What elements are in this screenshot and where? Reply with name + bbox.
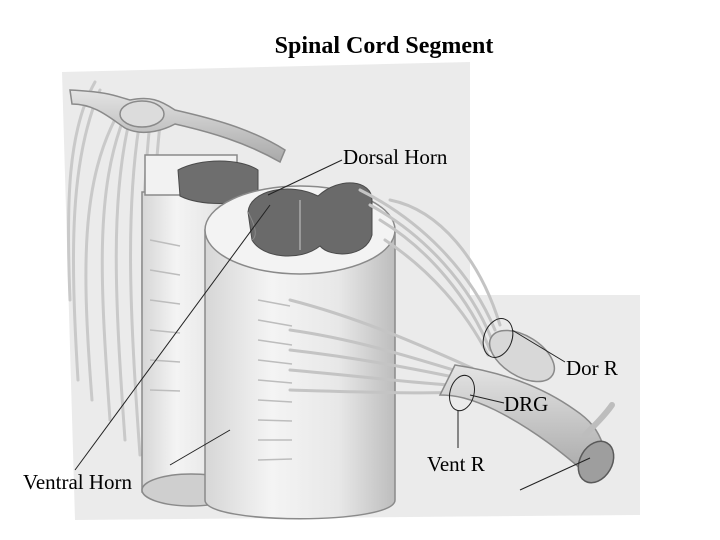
label-ventral-root: Vent R: [427, 454, 485, 475]
upper-ganglion: [120, 101, 164, 127]
label-dorsal-horn: Dorsal Horn: [343, 147, 447, 168]
label-drg: DRG: [504, 394, 548, 415]
diagram-title: Spinal Cord Segment: [0, 34, 720, 58]
label-dorsal-root: Dor R: [566, 358, 618, 379]
label-ventral-horn: Ventral Horn: [23, 472, 132, 493]
front-grey-matter: [248, 183, 372, 256]
